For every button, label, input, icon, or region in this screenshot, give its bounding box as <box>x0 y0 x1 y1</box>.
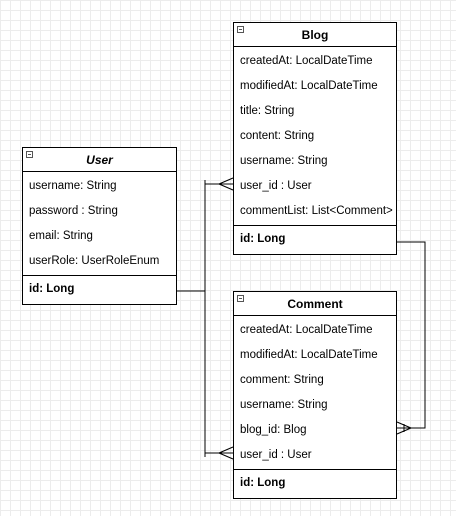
entity-user[interactable]: User username: String password : String … <box>22 147 177 305</box>
entity-user-title: User <box>86 152 113 167</box>
entity-user-attr-userrole: userRole: UserRoleEnum <box>29 255 160 267</box>
entity-user-attr-email: email: String <box>29 230 93 242</box>
entity-blog-attr-username: username: String <box>240 155 328 167</box>
entity-blog-attr-createdat: createdAt: LocalDateTime <box>240 55 373 67</box>
crows-foot-many-icon <box>204 446 234 460</box>
relationship-user-blog[interactable] <box>177 177 234 292</box>
entity-blog-divider <box>234 225 396 226</box>
entity-user-key: id: Long <box>29 283 75 295</box>
entity-comment-attr-comment: comment: String <box>240 374 324 386</box>
relationship-user-comment[interactable] <box>204 291 234 460</box>
entity-blog-attr-user-id: user_id : User <box>240 180 312 192</box>
entity-blog-attr-title: title: String <box>240 105 295 117</box>
entity-user-attr-username: username: String <box>29 180 117 192</box>
entity-comment[interactable]: Comment createdAt: LocalDateTime modifie… <box>233 291 397 499</box>
entity-user-header[interactable]: User <box>23 148 176 172</box>
entity-comment-key: id: Long <box>240 477 286 489</box>
entity-blog-title: Blog <box>301 27 329 42</box>
entity-comment-attr-blog-id: blog_id: Blog <box>240 424 307 436</box>
entity-comment-attr-user-id: user_id : User <box>240 449 312 461</box>
entity-blog-attr-commentlist: commentList: List<Comment> <box>240 205 393 217</box>
entity-blog-attr-content: content: String <box>240 130 315 142</box>
entity-blog-attr-modifiedat: modifiedAt: LocalDateTime <box>240 80 378 92</box>
entity-blog-key: id: Long <box>240 233 286 245</box>
entity-blog[interactable]: Blog createdAt: LocalDateTime modifiedAt… <box>233 22 397 255</box>
entity-blog-header[interactable]: Blog <box>234 23 396 47</box>
entity-comment-attr-modifiedat: modifiedAt: LocalDateTime <box>240 349 378 361</box>
collapse-icon[interactable] <box>237 295 244 302</box>
entity-comment-header[interactable]: Comment <box>234 292 396 316</box>
collapse-icon[interactable] <box>237 26 244 33</box>
entity-comment-attr-username: username: String <box>240 399 328 411</box>
entity-comment-title: Comment <box>287 296 343 311</box>
entity-user-divider <box>23 275 176 276</box>
entity-user-attr-password: password : String <box>29 205 118 217</box>
entity-comment-attr-createdat: createdAt: LocalDateTime <box>240 324 373 336</box>
relationship-blog-comment[interactable] <box>396 241 426 435</box>
entity-comment-divider <box>234 469 396 470</box>
crows-foot-many-icon <box>396 421 412 435</box>
crows-foot-many-icon <box>204 177 234 191</box>
collapse-icon[interactable] <box>26 151 33 158</box>
